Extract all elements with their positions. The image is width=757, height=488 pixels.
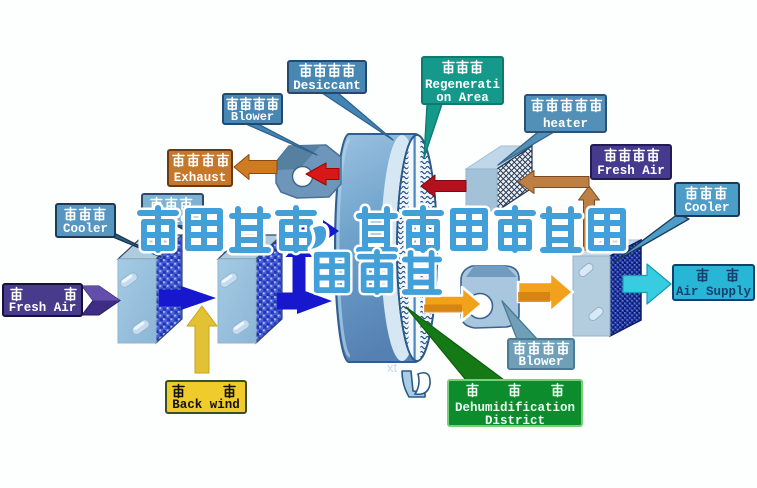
- svg-text:xt: xt: [387, 360, 398, 375]
- svg-text:Desiccant: Desiccant: [293, 79, 361, 93]
- svg-text:Fresh Air: Fresh Air: [9, 301, 77, 315]
- svg-text:Dehumidification: Dehumidification: [455, 401, 575, 415]
- svg-text:Blower: Blower: [231, 110, 274, 124]
- svg-text:on Area: on Area: [436, 91, 489, 105]
- svg-text:Blower: Blower: [518, 355, 563, 369]
- svg-text:Back wind: Back wind: [172, 398, 240, 412]
- svg-text:heater: heater: [543, 117, 588, 131]
- svg-text:District: District: [485, 414, 545, 428]
- svg-text:Air Supply: Air Supply: [676, 285, 752, 299]
- svg-text:Cooler: Cooler: [63, 222, 108, 236]
- svg-text:Regenerati: Regenerati: [425, 78, 500, 92]
- svg-text:Cooler: Cooler: [684, 201, 729, 215]
- svg-text:Fresh Air: Fresh Air: [597, 164, 665, 178]
- svg-text:Exhaust: Exhaust: [174, 171, 227, 185]
